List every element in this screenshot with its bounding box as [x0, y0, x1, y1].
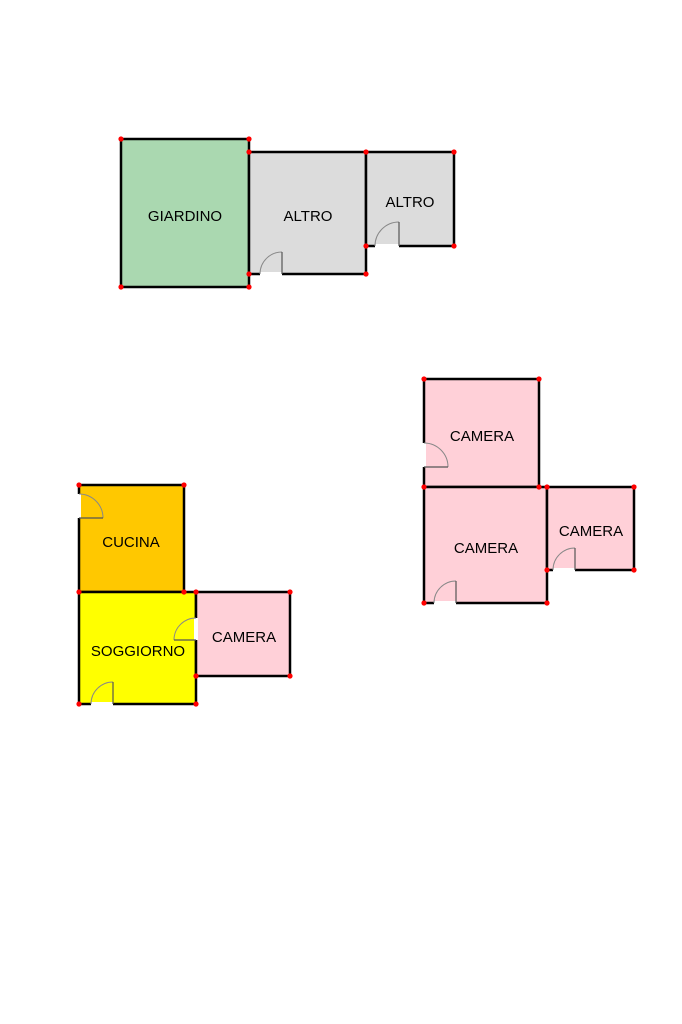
corner-markers [76, 136, 637, 707]
corner-marker [76, 701, 82, 707]
room-altro-2[interactable]: ALTRO [364, 150, 456, 248]
corner-marker [363, 271, 369, 277]
door-swing-arc [433, 580, 457, 604]
corner-marker [544, 567, 550, 573]
corner-marker [76, 589, 82, 595]
corner-marker [536, 376, 542, 382]
corner-marker [246, 136, 252, 142]
corner-marker [118, 284, 124, 290]
corner-marker [544, 600, 550, 606]
room-walls [545, 485, 636, 572]
corner-marker [631, 484, 637, 490]
door-swing-arc [259, 251, 283, 275]
group-left: CUCINA SOGGIORNO CAMERA [77, 483, 292, 706]
room-label: CUCINA [102, 534, 160, 551]
corner-marker [421, 600, 427, 606]
room-fill [121, 139, 249, 287]
room-label: CAMERA [559, 523, 623, 540]
door-swing-arc [552, 547, 576, 571]
door-swing-arc [423, 442, 449, 468]
room-walls [364, 150, 456, 248]
corner-marker [421, 484, 427, 490]
corner-marker [246, 284, 252, 290]
room-fill [196, 592, 290, 676]
room-camera-left[interactable]: CAMERA [173, 590, 292, 678]
corner-marker [421, 376, 427, 382]
room-fill [424, 379, 539, 487]
door-swing-arc [78, 493, 104, 519]
door-swing-arc [173, 617, 197, 641]
room-fill [79, 592, 196, 704]
room-label: CAMERA [454, 540, 518, 557]
room-camera-right-top[interactable]: CAMERA [422, 377, 541, 489]
room-altro-1[interactable]: ALTRO [247, 150, 368, 276]
group-right: CAMERA CAMERA CAMERA [422, 377, 636, 605]
door-swing-arc [374, 221, 400, 247]
corner-marker [246, 271, 252, 277]
room-label: ALTRO [386, 194, 435, 211]
door-swing-arc [90, 681, 114, 705]
corner-marker [193, 673, 199, 679]
room-label: SOGGIORNO [91, 643, 185, 660]
corner-marker [181, 482, 187, 488]
room-fill [79, 485, 184, 592]
corner-marker [76, 482, 82, 488]
room-label: CAMERA [212, 629, 276, 646]
corner-marker [193, 701, 199, 707]
corner-marker [287, 589, 293, 595]
corner-marker [118, 136, 124, 142]
corner-marker [287, 673, 293, 679]
room-label: CAMERA [450, 428, 514, 445]
corner-marker [451, 149, 457, 155]
room-cucina[interactable]: CUCINA [77, 483, 186, 594]
group-top: GIARDINO ALTRO ALTRO [119, 137, 456, 289]
room-giardino[interactable]: GIARDINO [119, 137, 251, 289]
room-camera-right-mid[interactable]: CAMERA [422, 485, 549, 605]
room-label: GIARDINO [148, 208, 222, 225]
corner-marker [544, 484, 550, 490]
room-fill [547, 487, 634, 570]
corner-marker [363, 149, 369, 155]
room-label: ALTRO [284, 208, 333, 225]
corner-marker [631, 567, 637, 573]
room-fill [249, 152, 366, 274]
corner-marker [451, 243, 457, 249]
corner-marker [181, 589, 187, 595]
corner-marker [193, 589, 199, 595]
room-camera-right-small[interactable]: CAMERA [545, 485, 636, 572]
room-soggiorno[interactable]: SOGGIORNO [77, 590, 198, 706]
corner-marker [246, 149, 252, 155]
corner-marker [536, 484, 542, 490]
corner-marker [363, 243, 369, 249]
